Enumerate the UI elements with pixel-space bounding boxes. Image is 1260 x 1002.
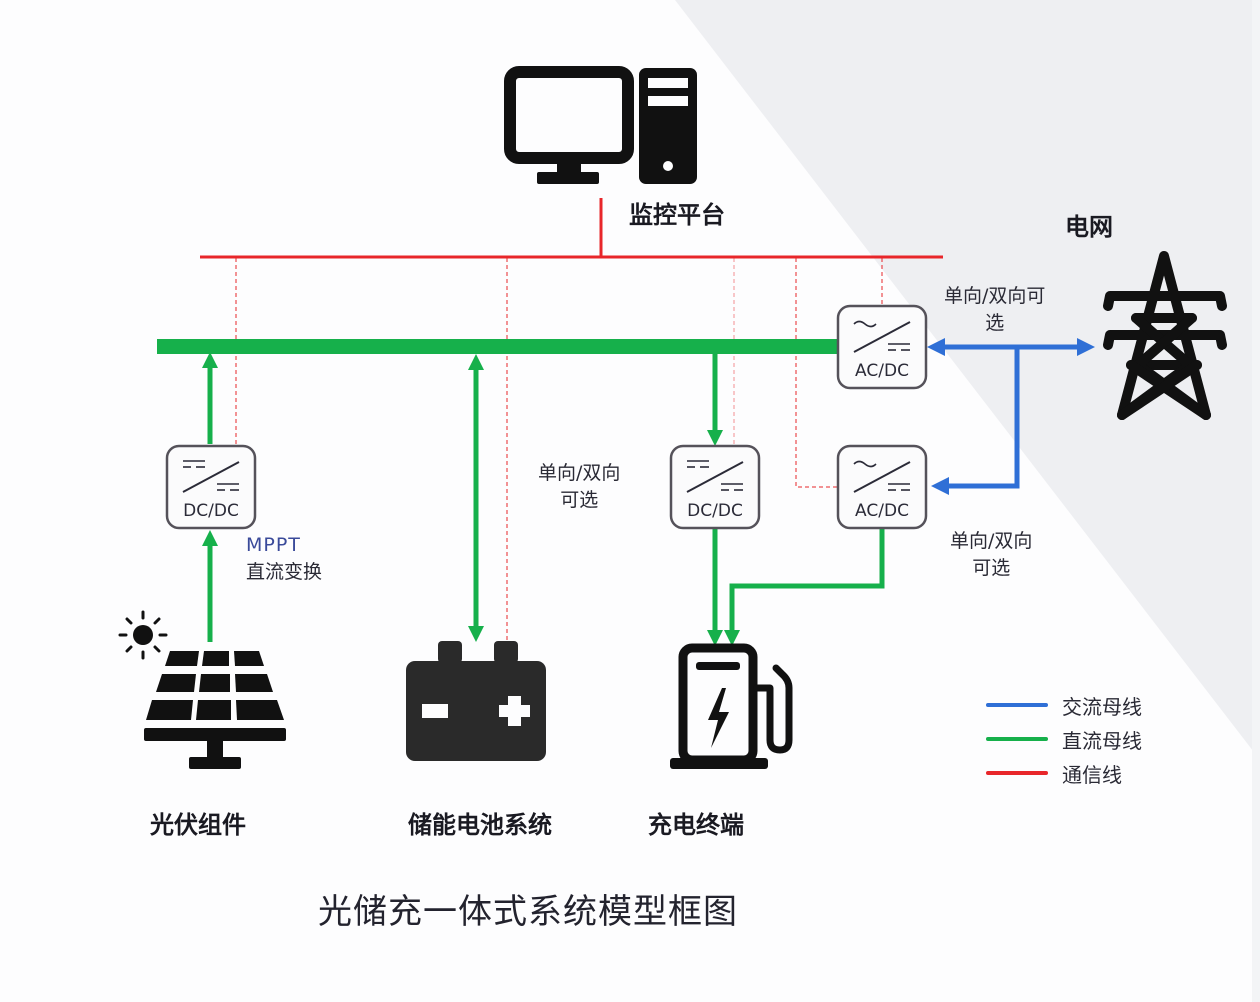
lightning-bolt [708,688,729,748]
legend-swatch-comm [986,771,1048,775]
grid-label: 电网 [1065,213,1113,241]
dc-bus [157,339,839,354]
legend-label: 直流母线 [1062,728,1142,753]
note-line: 可选 [972,557,1011,579]
monitor-frame [504,66,634,164]
battery-minus-sign [422,704,448,718]
monitor-base [537,172,599,184]
legend: 交流母线 直流母线 通信线 [986,688,1142,790]
background-right-edge [1252,0,1260,1002]
ac-dc-symbol-icon [853,460,911,493]
charging-terminal-label: 充电终端 [648,811,744,839]
acdc-direction-note: 单向/双向 可选 [950,528,1032,582]
battery-body [406,661,546,761]
legend-label: 通信线 [1062,762,1122,787]
note-line: 单向/双向 [538,462,621,484]
converter-label: DC/DC [183,501,239,521]
legend-item-ac-bus: 交流母线 [986,688,1142,722]
desktop-computer-icon[interactable] [504,66,697,184]
ac-lines [927,338,1095,495]
pv-module-label: 光伏组件 [150,811,246,839]
mppt-label: MPPT [246,534,301,556]
converter-label: DC/DC [687,501,743,521]
dc-symbol-icon [686,460,744,493]
note-line: 可选 [560,489,599,511]
pc-bay-1 [648,78,688,88]
converter-box [836,304,928,390]
ac-dc-symbol-icon [853,320,911,353]
power-tower-icon[interactable] [1103,251,1227,420]
charger-direction-note: 单向/双向 可选 [538,460,620,514]
battery-icon[interactable] [406,641,546,761]
dc-conversion-label: 直流变换 [246,561,323,583]
battery-terminal-positive [494,641,518,663]
charging-station-icon[interactable] [670,643,793,769]
note-line: 单向/双向 [950,530,1033,552]
dc-acdc-to-charger [723,528,885,647]
converter-grid-acdc-bottom[interactable]: AC/DC [836,444,928,530]
monitor-neck [557,158,581,174]
legend-item-dc-bus: 直流母线 [986,722,1142,756]
converter-label: AC/DC [855,501,909,521]
legend-swatch-dc [986,737,1048,741]
battery-plus-v [508,696,521,726]
legend-label: 交流母线 [1062,694,1142,719]
battery-system-label: 储能电池系统 [408,811,552,839]
charger-hose [753,664,793,754]
sun-icon [118,610,168,660]
converter-pv-dcdc[interactable]: DC/DC [165,444,257,530]
note-line: 选 [985,312,1005,334]
comm-acdc-bottom-link [795,258,838,488]
converter-charger-dcdc[interactable]: DC/DC [669,444,761,530]
pc-power-button [663,161,673,171]
mppt-note: MPPT 直流变换 [246,532,322,586]
legend-item-comm-line: 通信线 [986,756,1142,790]
charger-base [670,758,768,769]
dc-lines [157,339,885,647]
ac-grid-to-bottom-acdc [931,349,1020,495]
pc-bay-2 [648,96,688,106]
note-line: 单向/双向可 [944,285,1046,307]
legend-swatch-ac [986,703,1048,707]
converter-grid-acdc-top[interactable]: AC/DC [836,304,928,390]
charger-screen-bar [696,662,740,670]
grid-direction-note: 单向/双向可 选 [944,283,1045,337]
converter-box [836,444,928,530]
battery-terminal-negative [438,641,462,663]
diagram-title: 光储充一体式系统模型框图 [318,892,738,932]
converter-label: AC/DC [855,361,909,381]
background-corner [675,0,1260,760]
dc-symbol-icon [182,460,240,493]
monitor-platform-label: 监控平台 [629,201,725,229]
solar-panel-icon[interactable] [118,610,286,769]
